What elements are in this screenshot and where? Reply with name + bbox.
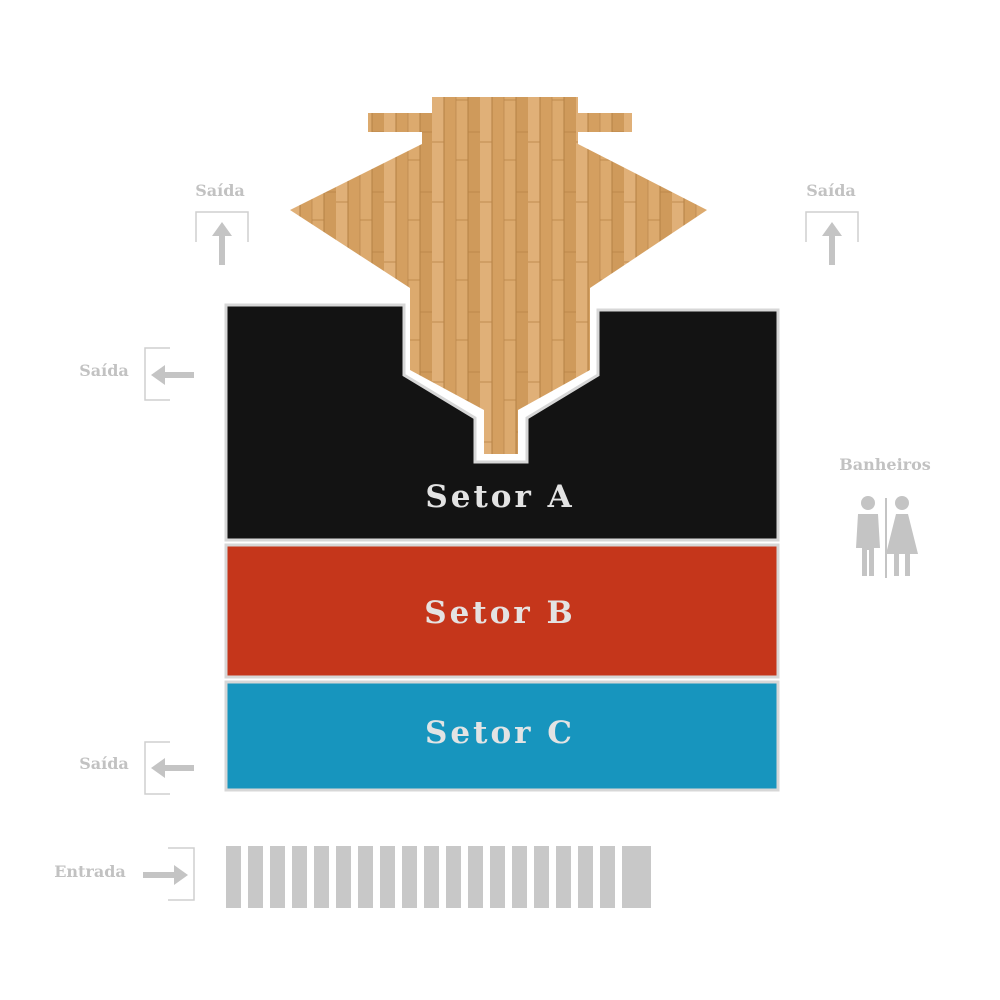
exit-label-top-right: Saída (806, 181, 856, 200)
sector-c-area[interactable] (224, 680, 780, 792)
arrow-left-icon (151, 365, 194, 385)
arrow-left-icon (151, 758, 194, 778)
arrow-up-icon (212, 222, 232, 265)
exit-frame-left-upper (144, 347, 170, 401)
exit-label-left-lower: Saída (79, 754, 129, 773)
entrance-label: Entrada (54, 862, 126, 881)
exit-frame-top-right (805, 211, 859, 242)
sector-c-label: Setor C (425, 715, 575, 751)
exit-label-left-upper: Saída (79, 361, 129, 380)
exit-frame-top-left (195, 211, 249, 242)
arrow-right-icon (143, 865, 188, 885)
turnstile-icon (226, 846, 651, 908)
restroom-icon (856, 496, 918, 578)
sector-b-label: Setor B (424, 595, 575, 631)
restrooms-label: Banheiros (839, 455, 931, 474)
entrance-frame (168, 847, 195, 901)
exit-frame-left-lower (144, 741, 170, 795)
arrow-up-icon (822, 222, 842, 265)
sector-b-area[interactable] (224, 543, 780, 679)
sector-a-label: Setor A (425, 479, 574, 515)
sector-a-area[interactable] (224, 303, 780, 542)
stage (290, 97, 707, 454)
exit-label-top-left: Saída (195, 181, 245, 200)
